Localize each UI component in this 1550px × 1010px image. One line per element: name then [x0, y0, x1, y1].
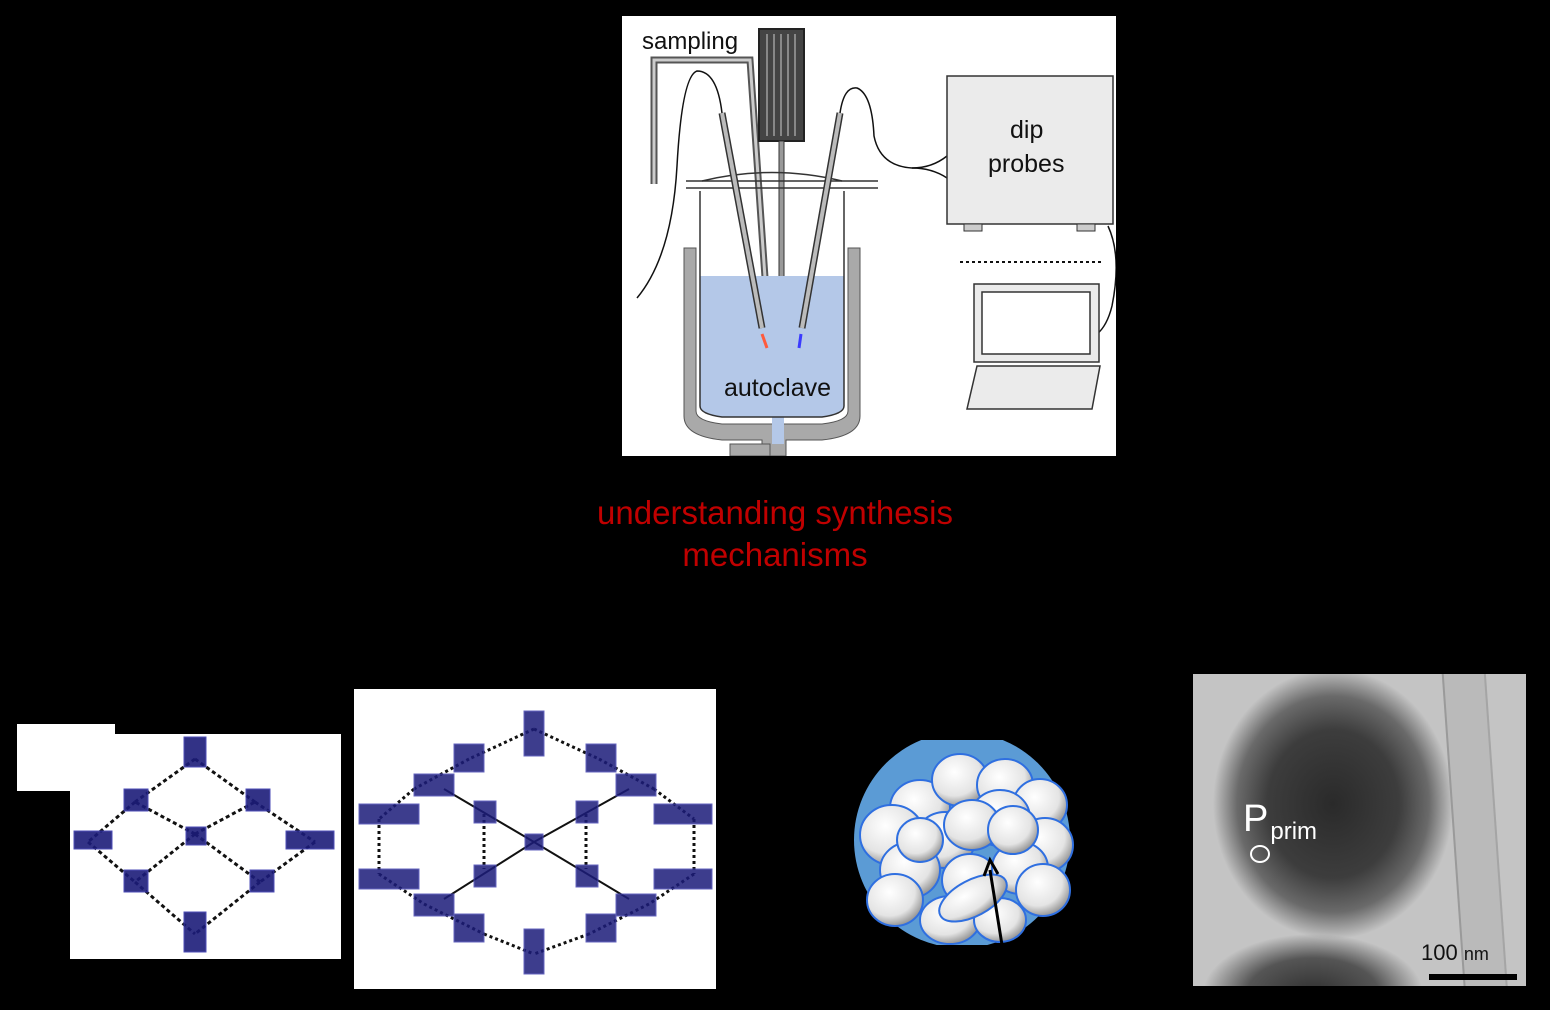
probes-label: probes — [988, 150, 1065, 178]
primary-particle-marker-icon — [1250, 845, 1270, 863]
dip-label: dip — [1010, 116, 1044, 144]
tem-micrograph: Pprim 100 nm — [1193, 674, 1526, 986]
mof-square-structure — [73, 736, 335, 953]
scale-bar — [1429, 974, 1517, 980]
mof-hexagonal-structure — [358, 710, 713, 975]
sampling-label: sampling — [642, 28, 739, 55]
mof-framework-hexagonal — [354, 689, 716, 989]
primary-particle-label: Pprim — [1243, 798, 1318, 845]
setup-schematic — [636, 28, 1116, 456]
scale-bar-label: 100 nm — [1421, 940, 1489, 965]
autoclave-setup-diagram: sampling dip probes autoclave — [622, 16, 1116, 456]
caption-line-2: mechanisms — [682, 536, 868, 573]
caption: understanding synthesis mechanisms — [560, 492, 990, 576]
autoclave-label: autoclave — [724, 374, 832, 402]
caption-line-1: understanding synthesis — [597, 494, 953, 531]
particle-aggregate-schematic — [850, 732, 1075, 948]
aggregate-illustration — [854, 732, 1074, 948]
mof-framework-square — [70, 734, 341, 959]
